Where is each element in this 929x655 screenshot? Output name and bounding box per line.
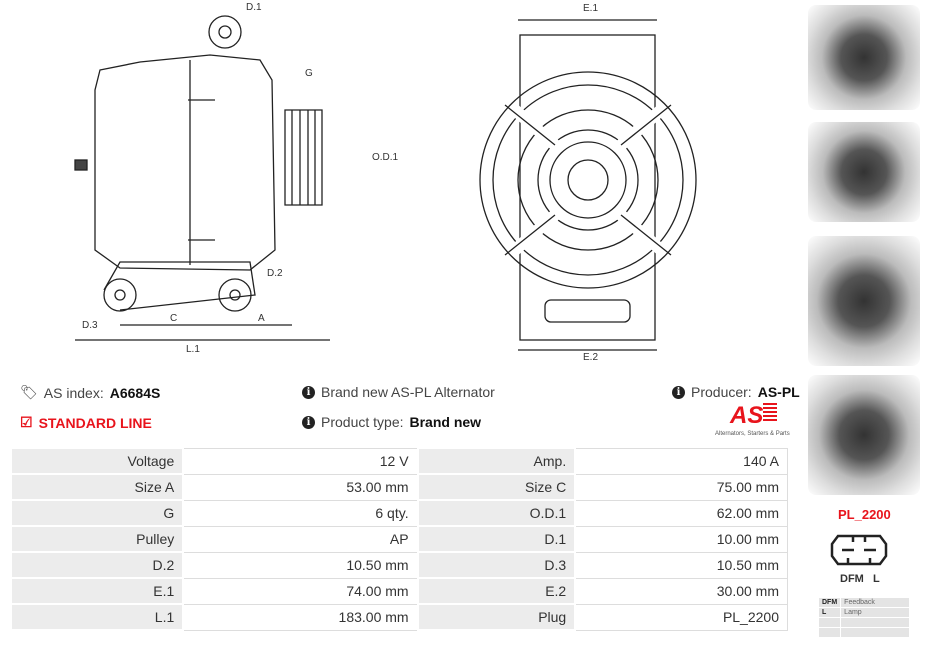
spec-value: 10.00 mm — [574, 525, 789, 553]
label-e2: E.2 — [583, 352, 599, 363]
info-icon: i — [302, 385, 315, 399]
pin-row — [817, 617, 910, 628]
label-g: G — [305, 68, 313, 79]
label-d2: D.2 — [267, 268, 283, 279]
as-index: 🏷AS index:A6684S — [20, 384, 161, 401]
side-view-drawing — [74, 15, 330, 341]
label-d1: D.1 — [246, 2, 262, 13]
info-icon: i — [302, 415, 315, 429]
plug-connector-icon — [830, 534, 888, 566]
pin-code: DFM — [817, 597, 842, 608]
spec-label: G — [9, 499, 185, 527]
spec-value: 140 A — [574, 447, 789, 475]
spec-label: E.1 — [9, 577, 185, 605]
spec-value: PL_2200 — [574, 603, 789, 631]
pin-description — [840, 627, 910, 638]
plug-pin-labels: DFM L — [840, 573, 880, 585]
product-photo-rear[interactable] — [808, 5, 920, 110]
spec-value: 12 V — [182, 447, 419, 475]
label-l1: L.1 — [186, 344, 200, 355]
spec-label: L.1 — [9, 603, 185, 631]
pin-description: Feedback — [840, 597, 910, 608]
spec-label: Plug — [416, 603, 577, 631]
spec-label: O.D.1 — [416, 499, 577, 527]
checkbox-icon: ☑ — [20, 414, 33, 430]
spec-value: 6 qty. — [182, 499, 419, 527]
pin-code: L — [817, 607, 842, 618]
spec-value: 62.00 mm — [574, 499, 789, 527]
pin-row — [817, 627, 910, 638]
pin-description: Lamp — [840, 607, 910, 618]
standard-line-badge: ☑STANDARD LINE — [20, 414, 152, 431]
spec-label: Size A — [9, 473, 185, 501]
pin-code — [817, 627, 842, 638]
spec-value: 30.00 mm — [574, 577, 789, 605]
spec-value: 75.00 mm — [574, 473, 789, 501]
spec-label: Voltage — [9, 447, 185, 475]
spec-label: Size C — [416, 473, 577, 501]
spec-value: 53.00 mm — [182, 473, 419, 501]
spec-value: 183.00 mm — [182, 603, 419, 631]
pin-code — [817, 617, 842, 628]
label-e1: E.1 — [583, 3, 599, 14]
spec-label: D.3 — [416, 551, 577, 579]
spec-value: 74.00 mm — [182, 577, 419, 605]
spec-label: Pulley — [9, 525, 185, 553]
spec-label: E.2 — [416, 577, 577, 605]
logo-tagline: Alternators, Starters & Parts — [715, 431, 790, 437]
spec-value: 10.50 mm — [182, 551, 419, 579]
product-photo-angle[interactable] — [808, 375, 920, 495]
tag-icon: 🏷 — [20, 384, 38, 400]
spec-label: D.1 — [416, 525, 577, 553]
label-od1: O.D.1 — [372, 152, 399, 163]
spec-label: Amp. — [416, 447, 577, 475]
label-c: C — [170, 313, 178, 324]
product-photo-back[interactable] — [808, 236, 920, 366]
front-view-drawing — [479, 19, 697, 351]
pin-description — [840, 617, 910, 628]
label-d3: D.3 — [82, 320, 98, 331]
as-logo: AS — [730, 402, 778, 430]
label-a: A — [258, 313, 265, 324]
product-photo-side[interactable] — [808, 122, 920, 222]
spec-label: D.2 — [9, 551, 185, 579]
info-icon: i — [672, 385, 685, 399]
spec-value: AP — [182, 525, 419, 553]
spec-value: 10.50 mm — [574, 551, 789, 579]
plug-code: PL_2200 — [838, 507, 891, 522]
